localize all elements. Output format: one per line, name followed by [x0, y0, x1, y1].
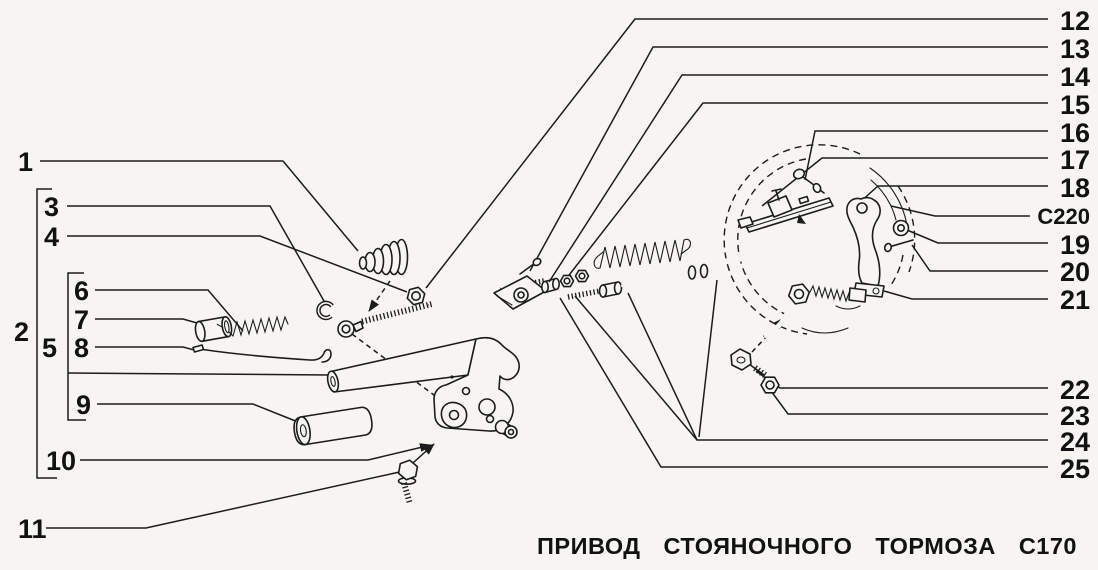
callout-13: 13 [1060, 34, 1090, 64]
strut-bolt [792, 168, 825, 194]
callout-20: 20 [1060, 257, 1090, 287]
shoe-lever [846, 196, 885, 298]
callout-3: 3 [44, 192, 59, 222]
leader-9 [97, 403, 299, 423]
callout-21: 21 [1060, 285, 1090, 315]
lever-washer [892, 219, 910, 237]
callout-18: 18 [1060, 173, 1090, 203]
callout-6: 6 [74, 276, 89, 306]
callout-25: 25 [1060, 454, 1090, 484]
callout-23: 23 [1060, 401, 1090, 431]
mount-bolt [397, 459, 419, 505]
callout-10: 10 [46, 446, 76, 476]
leader-23 [770, 390, 1048, 415]
leader-7 [95, 318, 198, 324]
leader-8 [95, 346, 199, 352]
leader-13 [529, 46, 1048, 272]
leader-24 [627, 292, 1048, 441]
bracket-group-5 [67, 272, 86, 421]
leader-lines [36, 18, 1048, 529]
leader-C220 [890, 205, 1030, 217]
caption-word: ТОРМОЗА [875, 533, 996, 559]
caption-word: ПРИВОД [537, 533, 641, 559]
diagram-art [192, 144, 916, 505]
leader-6 [95, 289, 244, 332]
leader-17 [761, 157, 1048, 207]
leader-14 [548, 74, 1048, 283]
leader-22 [755, 370, 1048, 389]
callout-8: 8 [74, 333, 89, 363]
caption-word: СТОЯНОЧНОГО [663, 533, 853, 559]
leader-16 [804, 130, 1048, 181]
leader-25 [559, 297, 1048, 468]
callout-labels: 134256789101112131415161718C220192021222… [14, 6, 1090, 544]
bracket-group-2 [36, 188, 57, 479]
callout-17: 17 [1060, 145, 1090, 175]
spring-seat-plug [194, 316, 233, 343]
leader-11 [46, 443, 435, 529]
leader-12 [425, 18, 1048, 289]
callout-24: 24 [1060, 427, 1090, 457]
spreader-strut [737, 188, 834, 233]
equalizer-guide [493, 257, 547, 310]
callout-4: 4 [44, 222, 59, 252]
pointer-boot-install [368, 280, 391, 312]
hand-lever-assembly [326, 336, 520, 439]
lever-grip [293, 406, 373, 446]
callout-22: 22 [1060, 375, 1090, 405]
callout-11: 11 [18, 514, 47, 544]
caption-word: С170 [1018, 533, 1077, 559]
leader-3 [67, 205, 325, 302]
callout-7: 7 [74, 305, 89, 335]
callout-14: 14 [1060, 62, 1090, 92]
rear-cable-front [567, 263, 709, 300]
figure-caption: ПРИВОД СТОЯНОЧНОГО ТОРМОЗА С170 [537, 533, 1077, 560]
leader-21 [883, 290, 1048, 300]
pawl-rod [192, 344, 332, 363]
rod-nut [406, 286, 426, 306]
callout-2: 2 [14, 317, 29, 347]
leader-19 [906, 229, 1048, 244]
lock-nut [574, 269, 590, 283]
leader-4 [67, 235, 408, 293]
lever-pin [883, 239, 914, 253]
callout-12: 12 [1060, 6, 1090, 36]
callout-15: 15 [1060, 90, 1090, 120]
rubber-boot [358, 238, 409, 276]
front-rod [337, 277, 547, 338]
leader-20 [911, 244, 1048, 272]
leader-24-branch-1 [698, 279, 718, 438]
callout-9: 9 [76, 390, 91, 420]
leader-15 [565, 102, 1048, 280]
callout-5: 5 [42, 333, 57, 363]
callout-1: 1 [18, 147, 33, 177]
cable-bracket-nut [760, 376, 780, 394]
callout-C220: C220 [1037, 204, 1090, 229]
leader-1 [40, 160, 359, 252]
callout-19: 19 [1060, 230, 1090, 260]
cable-bracket-bolt [730, 348, 768, 379]
leader-18 [858, 185, 1048, 204]
button-spring [228, 315, 289, 338]
circlip [316, 300, 334, 321]
rear-cable [705, 256, 867, 339]
leader-10 [80, 443, 432, 461]
leader-5 [67, 372, 331, 376]
callout-16: 16 [1060, 118, 1090, 148]
adjusting-nut [559, 274, 575, 288]
leader-24-branch-0 [574, 295, 698, 441]
cable-sleeve [540, 277, 560, 294]
brake-backplate [723, 144, 916, 335]
return-spring [593, 238, 692, 269]
